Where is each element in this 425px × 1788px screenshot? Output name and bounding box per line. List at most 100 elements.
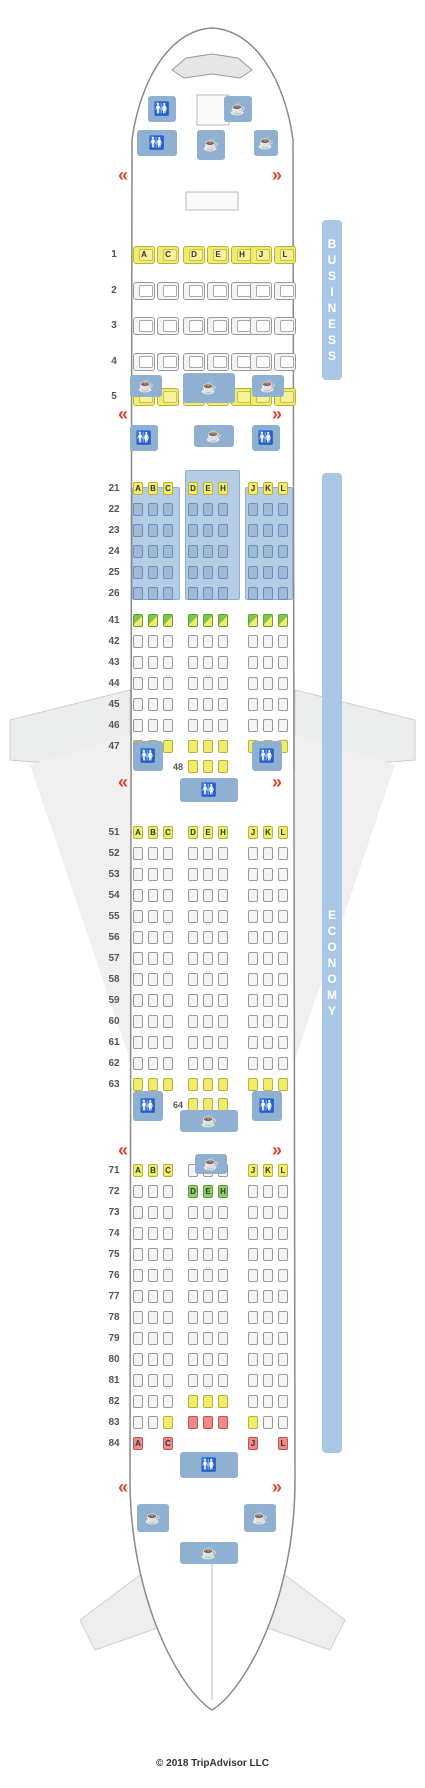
seat[interactable] xyxy=(248,973,258,986)
seat[interactable] xyxy=(163,635,173,648)
seat[interactable] xyxy=(263,482,273,495)
seat[interactable] xyxy=(148,635,158,648)
seat[interactable] xyxy=(133,910,143,923)
seat[interactable] xyxy=(263,1015,273,1028)
seat[interactable] xyxy=(218,1036,228,1049)
seat[interactable] xyxy=(148,994,158,1007)
seat[interactable] xyxy=(163,868,173,881)
seat[interactable] xyxy=(278,847,288,860)
seat[interactable] xyxy=(263,826,273,839)
seat[interactable] xyxy=(163,719,173,732)
seat[interactable] xyxy=(278,1057,288,1070)
seat[interactable] xyxy=(248,1206,258,1219)
seat[interactable] xyxy=(188,545,198,558)
seat[interactable] xyxy=(163,952,173,965)
seat[interactable] xyxy=(188,1269,198,1282)
seat[interactable] xyxy=(203,1311,213,1324)
seat[interactable] xyxy=(263,1036,273,1049)
seat[interactable] xyxy=(148,1269,158,1282)
seat[interactable] xyxy=(148,1015,158,1028)
seat[interactable] xyxy=(163,1057,173,1070)
seat[interactable] xyxy=(163,1078,173,1091)
seat[interactable] xyxy=(133,1185,143,1198)
seat[interactable] xyxy=(133,1311,143,1324)
seat[interactable] xyxy=(203,1269,213,1282)
seat[interactable] xyxy=(133,973,143,986)
seat[interactable] xyxy=(133,1036,143,1049)
seat[interactable] xyxy=(248,656,258,669)
seat[interactable] xyxy=(203,482,213,495)
seat[interactable] xyxy=(188,760,198,773)
seat[interactable] xyxy=(263,524,273,537)
seat[interactable] xyxy=(133,587,143,600)
seat[interactable] xyxy=(218,973,228,986)
seat[interactable] xyxy=(248,587,258,600)
seat[interactable] xyxy=(263,910,273,923)
seat[interactable] xyxy=(263,952,273,965)
seat[interactable] xyxy=(278,910,288,923)
seat[interactable] xyxy=(263,1311,273,1324)
seat[interactable] xyxy=(263,1078,273,1091)
seat[interactable] xyxy=(218,1395,228,1408)
seat[interactable] xyxy=(163,994,173,1007)
seat[interactable] xyxy=(163,1015,173,1028)
seat[interactable] xyxy=(248,614,258,627)
seat[interactable] xyxy=(133,656,143,669)
seat[interactable] xyxy=(248,1269,258,1282)
business-seat[interactable] xyxy=(231,246,253,264)
seat[interactable] xyxy=(133,847,143,860)
seat[interactable] xyxy=(248,910,258,923)
seat[interactable] xyxy=(188,1248,198,1261)
seat[interactable] xyxy=(148,973,158,986)
seat[interactable] xyxy=(263,847,273,860)
seat[interactable] xyxy=(148,1353,158,1366)
seat[interactable] xyxy=(278,545,288,558)
business-seat[interactable] xyxy=(183,282,205,300)
seat[interactable] xyxy=(218,826,228,839)
seat[interactable] xyxy=(188,931,198,944)
seat[interactable] xyxy=(148,677,158,690)
seat[interactable] xyxy=(278,1311,288,1324)
seat[interactable] xyxy=(218,847,228,860)
business-seat[interactable] xyxy=(157,353,179,371)
business-seat[interactable] xyxy=(183,317,205,335)
seat[interactable] xyxy=(248,635,258,648)
seat[interactable] xyxy=(263,973,273,986)
seat[interactable] xyxy=(248,482,258,495)
seat[interactable] xyxy=(278,952,288,965)
seat[interactable] xyxy=(248,1164,258,1177)
seat[interactable] xyxy=(148,719,158,732)
seat[interactable] xyxy=(188,524,198,537)
seat[interactable] xyxy=(278,1185,288,1198)
seat[interactable] xyxy=(263,931,273,944)
seat[interactable] xyxy=(248,1311,258,1324)
seat[interactable] xyxy=(218,614,228,627)
seat[interactable] xyxy=(188,952,198,965)
seat[interactable] xyxy=(248,1437,258,1450)
seat[interactable] xyxy=(203,910,213,923)
seat[interactable] xyxy=(278,1078,288,1091)
seat[interactable] xyxy=(218,760,228,773)
seat[interactable] xyxy=(188,1332,198,1345)
seat[interactable] xyxy=(203,826,213,839)
seat[interactable] xyxy=(278,868,288,881)
seat[interactable] xyxy=(248,1078,258,1091)
seat[interactable] xyxy=(188,482,198,495)
seat[interactable] xyxy=(163,677,173,690)
seat[interactable] xyxy=(133,1206,143,1219)
seat[interactable] xyxy=(278,1164,288,1177)
business-seat[interactable] xyxy=(250,282,272,300)
seat[interactable] xyxy=(163,973,173,986)
seat[interactable] xyxy=(163,1353,173,1366)
business-seat[interactable] xyxy=(157,388,179,406)
seat[interactable] xyxy=(263,1164,273,1177)
seat[interactable] xyxy=(248,1395,258,1408)
seat[interactable] xyxy=(163,566,173,579)
seat[interactable] xyxy=(188,656,198,669)
seat[interactable] xyxy=(188,614,198,627)
seat[interactable] xyxy=(263,719,273,732)
seat[interactable] xyxy=(278,482,288,495)
seat[interactable] xyxy=(263,698,273,711)
business-seat[interactable] xyxy=(207,246,229,264)
seat[interactable] xyxy=(188,847,198,860)
